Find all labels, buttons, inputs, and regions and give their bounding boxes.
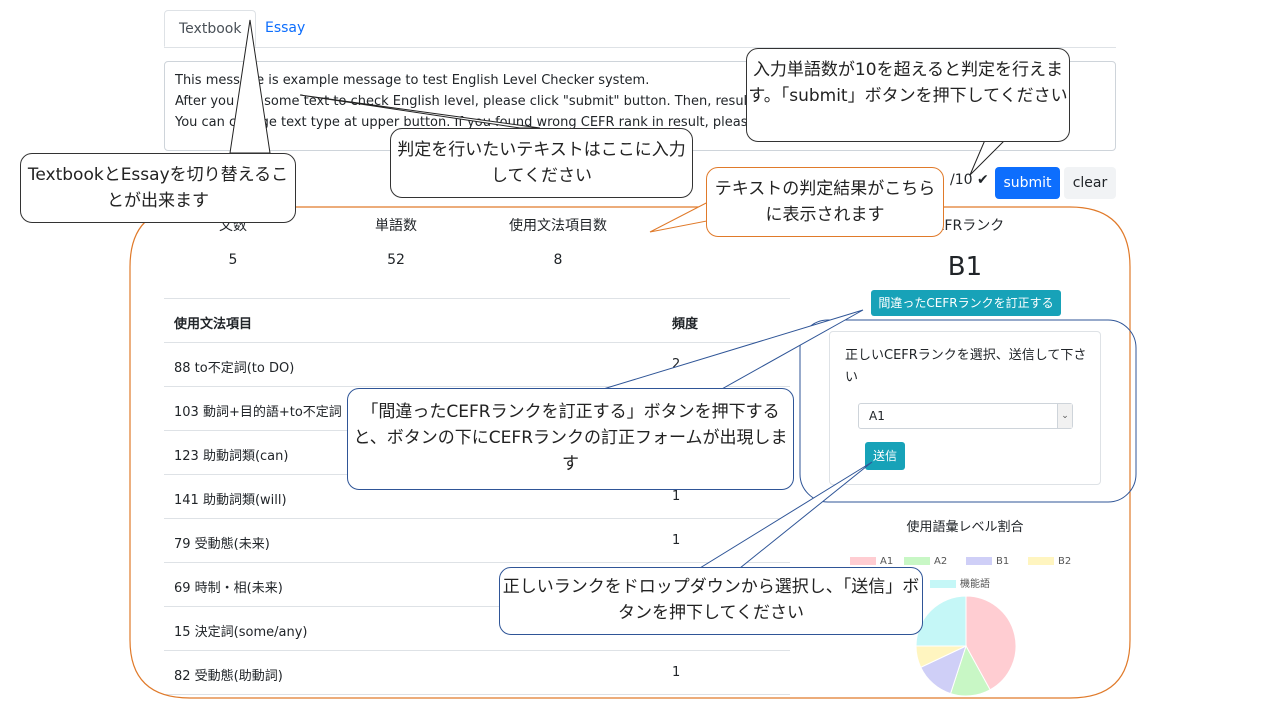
vocab-pie-chart [915, 595, 1017, 697]
tab-essay[interactable]: Essay [265, 20, 306, 36]
sentence-count-value: 5 [228, 252, 238, 268]
chevron-down-icon: ⌄ [1057, 404, 1072, 428]
grammar-count-header: 使用文法項目数 [509, 218, 607, 234]
clear-button[interactable]: clear [1064, 167, 1116, 199]
table-row: 141 助動詞類(will)1 [164, 475, 790, 519]
table-row: 69 時制・相(未来) [164, 563, 790, 607]
header-frequency: 頻度 [672, 317, 699, 332]
callout-submit: 入力単語数が10を超えると判定を行えます。「submit」ボタンを押下してくださ… [746, 48, 1070, 142]
legend-item-b2: B2 [1028, 556, 1071, 567]
table-row: 15 決定詞(some/any) [164, 607, 790, 651]
pie-slice-A1 [965, 595, 1017, 691]
callout-input: 判定を行いたいテキストはここに入力してください [390, 128, 693, 198]
table-row: 82 受動態(助動詞)1 [164, 651, 790, 695]
tab-textbook[interactable]: Textbook [164, 10, 257, 47]
text-line: After you put some text to check English… [175, 94, 782, 109]
correction-question: 正しいCEFRランクを選択、送信して下さい [845, 348, 1087, 385]
grammar-table: 使用文法項目 頻度 88 to不定詞(to DO)2 103 動詞+目的語+to… [164, 298, 790, 695]
word-count-header: 単語数 [375, 218, 417, 234]
vocab-chart-legend: A1 A2 B1 B2 機能語 [850, 556, 1100, 590]
header-grammar: 使用文法項目 [174, 317, 253, 332]
legend-item-a1: A1 [850, 556, 893, 567]
table-row: 88 to不定詞(to DO)2 [164, 343, 790, 387]
send-button[interactable]: 送信 [865, 442, 905, 470]
fix-rank-button[interactable]: 間違ったCEFRランクを訂正する [871, 290, 1061, 316]
grammar-count-value: 8 [553, 252, 563, 268]
cefr-rank-header: CEFRランク [925, 218, 1005, 234]
pie-slice-機能語 [915, 595, 967, 647]
select-value: A1 [869, 409, 885, 423]
cefr-rank-value: B1 [947, 252, 983, 282]
legend-item-b1: B1 [966, 556, 1009, 567]
check-icon: ✔ [976, 172, 989, 188]
text-type-tabs: Textbook Essay [164, 10, 1116, 48]
table-row: 79 受動態(未来)1 [164, 519, 790, 563]
text-line: This message is example message to test … [175, 73, 650, 88]
cefr-rank-select[interactable]: A1 ⌄ [858, 403, 1073, 429]
word-count: /10 ✔ [950, 172, 989, 188]
callout-fix-rank: 「間違ったCEFRランクを訂正する」ボタンを押下すると、ボタンの下にCEFRラン… [347, 388, 794, 490]
legend-item-a2: A2 [904, 556, 947, 567]
callout-send: 正しいランクをドロップダウンから選択し、「送信」ボタンを押下してください [499, 567, 923, 635]
callout-result: テキストの判定結果がこちらに表示されます [706, 167, 944, 237]
callout-tabs: TextbookとEssayを切り替えることが出来ます [20, 153, 296, 223]
submit-button[interactable]: submit [995, 167, 1060, 199]
vocab-chart-title: 使用語彙レベル割合 [906, 520, 1024, 535]
word-count-value: 52 [387, 252, 405, 268]
legend-item-function-words: 機能語 [930, 575, 990, 590]
table-header: 使用文法項目 頻度 [164, 299, 790, 343]
